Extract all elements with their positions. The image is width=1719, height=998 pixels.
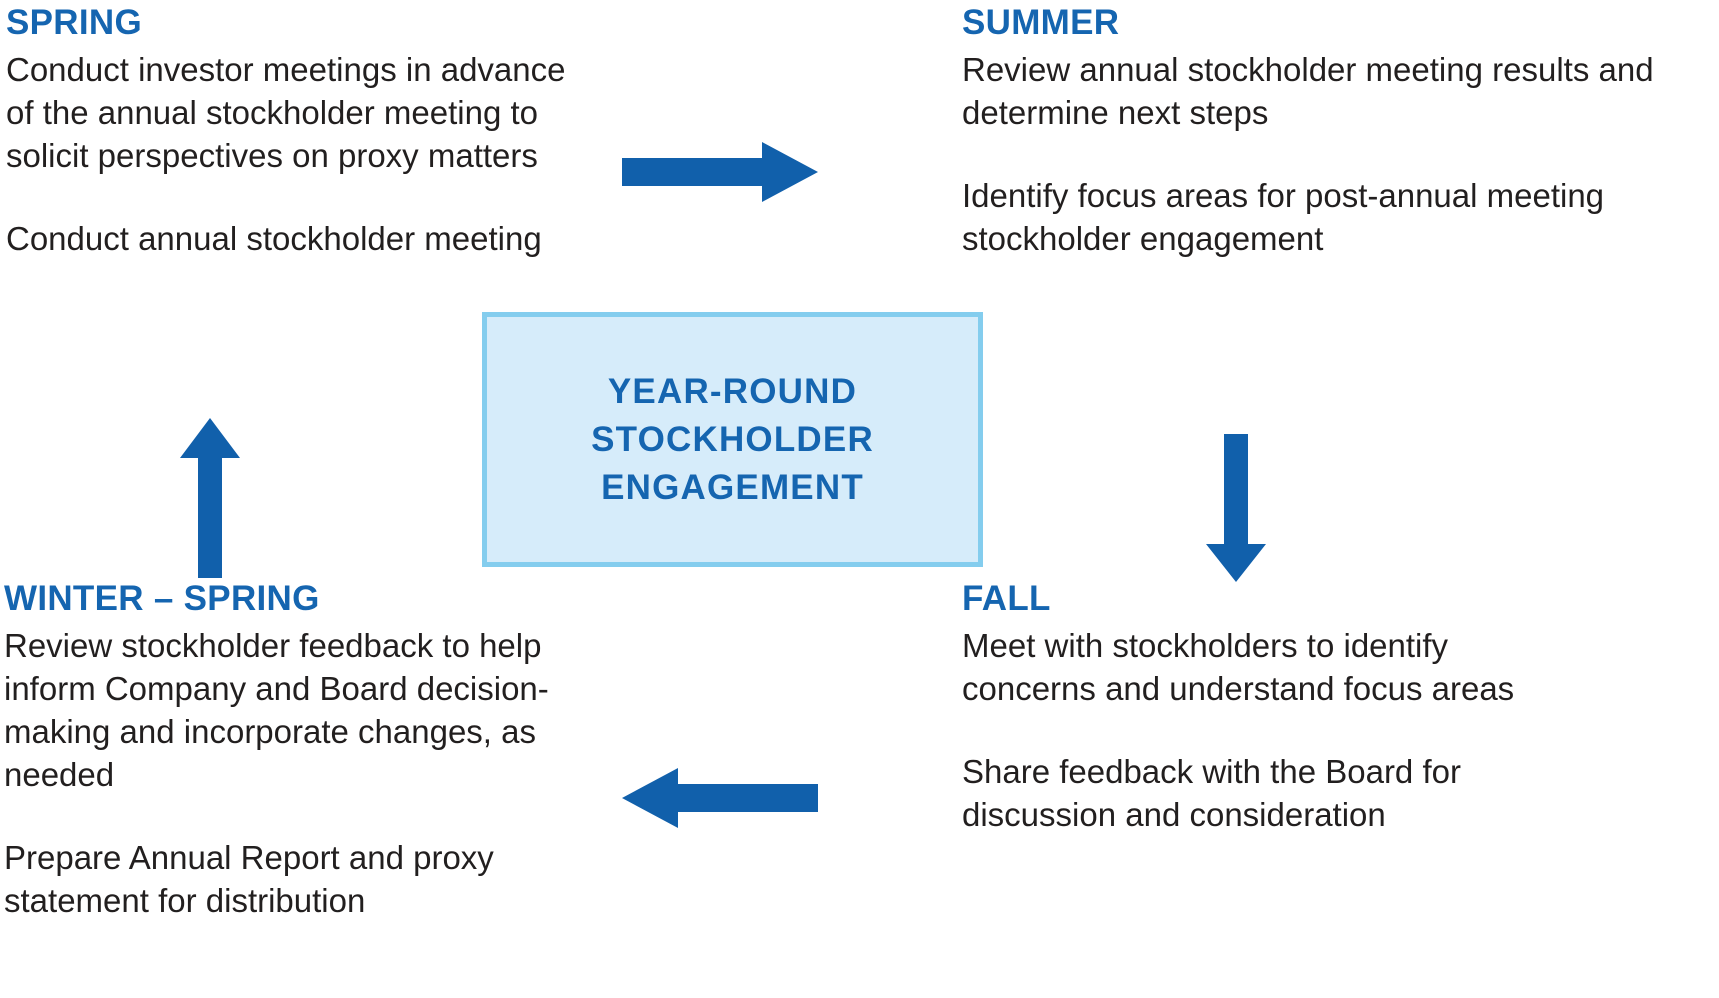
quadrant-summer: SUMMER Review annual stockholder meeting… <box>962 2 1714 260</box>
quadrant-summer-paragraph-1: Review annual stockholder meeting result… <box>962 51 1654 131</box>
arrow-down-icon <box>1206 434 1266 582</box>
quadrant-winter-spring-heading: WINTER – SPRING <box>4 579 320 618</box>
quadrant-winter-spring-paragraph-2: Prepare Annual Report and proxy statemen… <box>4 839 494 919</box>
arrow-up-icon <box>180 418 240 578</box>
quadrant-fall-heading: FALL <box>962 579 1051 618</box>
quadrant-spring-paragraph-2: Conduct annual stockholder meeting <box>6 220 542 257</box>
quadrant-fall-paragraph-1: Meet with stockholders to identify conce… <box>962 627 1515 707</box>
center-callout-box: YEAR-ROUND STOCKHOLDER ENGAGEMENT <box>482 312 983 567</box>
quadrant-fall: FALL Meet with stockholders to identify … <box>962 578 1562 836</box>
center-callout-title: YEAR-ROUND STOCKHOLDER ENGAGEMENT <box>591 371 874 507</box>
arrow-left-icon <box>622 768 818 828</box>
arrow-right-icon <box>622 142 818 202</box>
quadrant-summer-paragraph-2: Identify focus areas for post-annual mee… <box>962 177 1605 257</box>
quadrant-summer-heading: SUMMER <box>962 3 1120 42</box>
quadrant-spring: SPRING Conduct investor meetings in adva… <box>6 2 566 260</box>
quadrant-spring-paragraph-1: Conduct investor meetings in advance of … <box>6 51 566 174</box>
quadrant-winter-spring: WINTER – SPRING Review stockholder feedb… <box>4 578 604 922</box>
quadrant-spring-heading: SPRING <box>6 3 142 42</box>
quadrant-fall-paragraph-2: Share feedback with the Board for discus… <box>962 753 1461 833</box>
quadrant-winter-spring-paragraph-1: Review stockholder feedback to help info… <box>4 627 549 793</box>
